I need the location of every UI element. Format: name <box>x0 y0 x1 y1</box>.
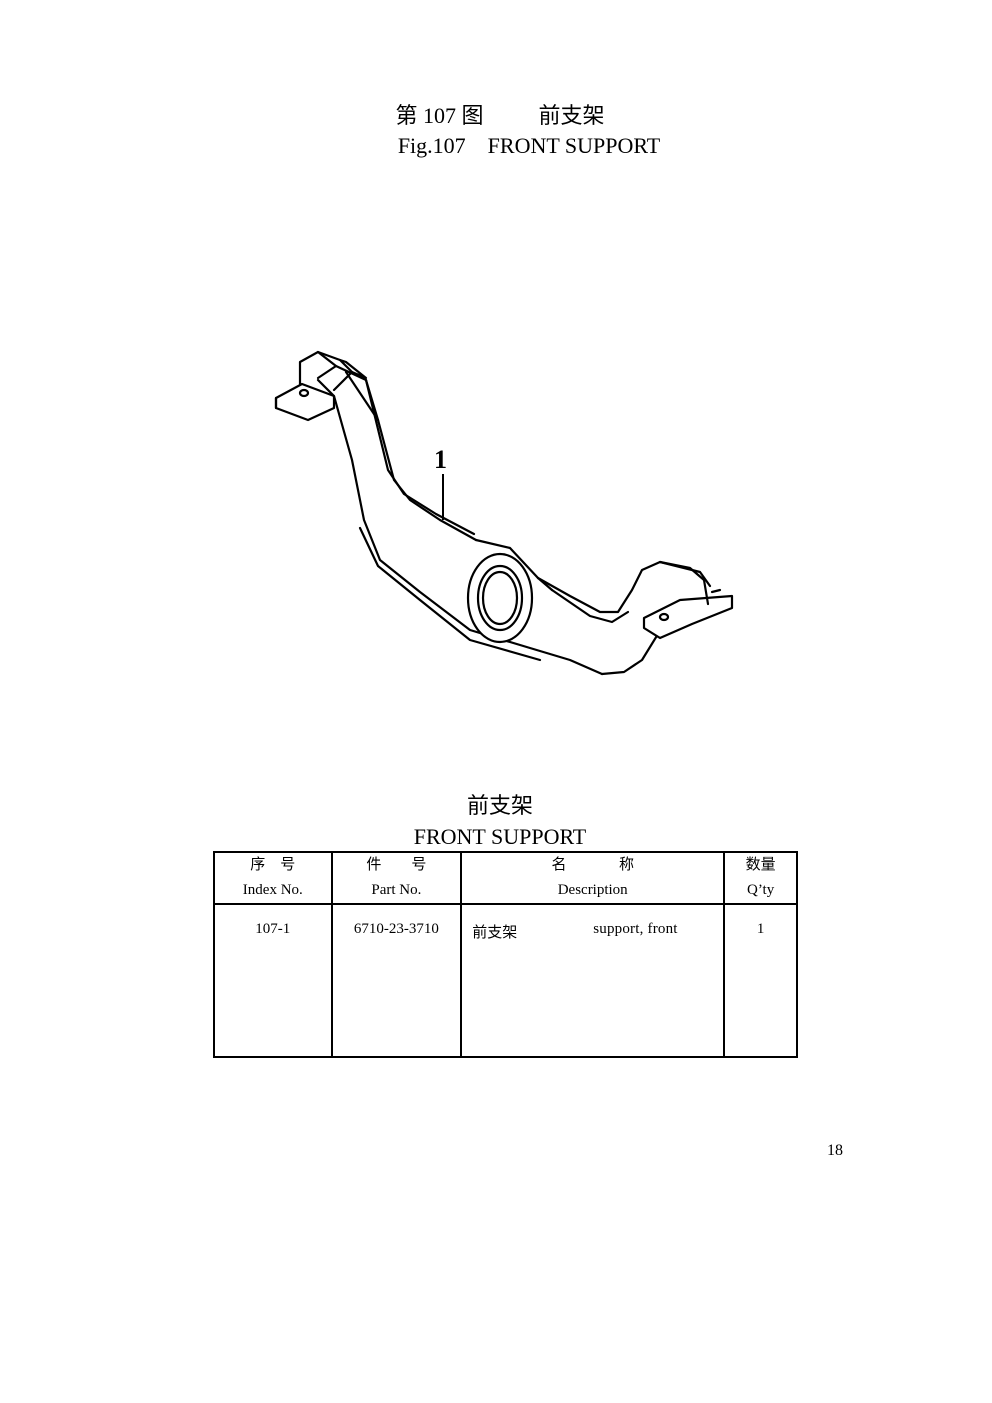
header-part-cn: 件 号 <box>366 857 427 873</box>
figure-title-english: Fig.107 FRONT SUPPORT <box>397 133 661 158</box>
header-part-en: Part No. <box>371 882 422 898</box>
figure-title-chinese: 第 107 图 前支架 <box>395 103 605 128</box>
parts-table: 序 号 Index No. 件 号 Part No. 名 称 Descripti… <box>213 851 798 1058</box>
callout-label: 1 <box>434 445 447 474</box>
header-description: 名 称 Description <box>460 851 726 905</box>
description-en: support, front <box>593 921 678 937</box>
header-quantity-en: Q’ty <box>746 882 775 898</box>
header-index-cn: 序 号 <box>250 857 296 873</box>
page-number: 18 <box>827 1142 843 1159</box>
table-title-english: FRONT SUPPORT <box>413 824 587 849</box>
cell-index: 107-1 <box>213 903 333 1058</box>
header-index-en: Index No. <box>242 882 303 898</box>
cell-description: 前支架 support, front <box>460 903 726 1058</box>
cell-quantity: 1 <box>723 903 798 1058</box>
header-quantity-cn: 数量 <box>745 857 776 873</box>
header-index: 序 号 Index No. <box>213 851 333 905</box>
table-title-chinese: 前支架 <box>466 793 533 818</box>
cell-part-number: 6710-23-3710 <box>330 903 463 1058</box>
header-part: 件 号 Part No. <box>330 851 463 905</box>
description-cn: 前支架 <box>472 925 518 941</box>
header-description-cn: 名 称 <box>551 857 634 873</box>
table-header-row: 序 号 Index No. 件 号 Part No. 名 称 Descripti… <box>213 851 798 905</box>
header-description-en: Description <box>557 882 628 898</box>
front-support-drawing: 1 <box>274 350 734 676</box>
header-quantity: 数量 Q’ty <box>723 851 798 905</box>
table-row: 107-1 6710-23-3710 前支架 support, front 1 <box>213 903 798 1058</box>
